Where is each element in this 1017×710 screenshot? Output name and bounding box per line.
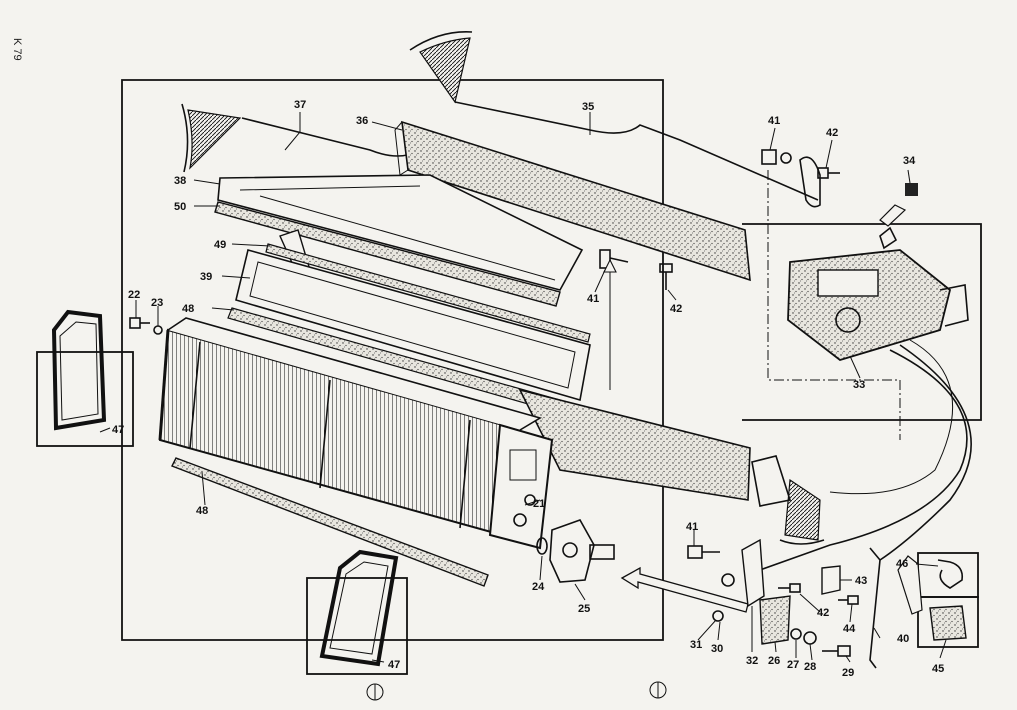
part-47-seal-bottom [319,549,399,667]
part-26-clamp [759,595,791,645]
rotation-indicator-left [181,103,242,173]
main-frame-box [121,79,664,641]
rotation-indicator-top [409,31,473,104]
part-23-washer [153,325,163,335]
part-label-31: 31 [690,639,702,651]
part-label-21: 21 [533,498,545,510]
part-41-clamp-bottom [687,545,720,559]
part-label-38: 38 [174,175,186,187]
part-42-screw-mid [659,263,673,290]
part-30-washer [712,610,724,622]
part-label-26: 26 [768,655,780,667]
part-label-29: 29 [842,667,854,679]
part-label-41-bottom: 41 [686,521,698,533]
part-29-screw [822,645,851,657]
right-frame-box [742,223,982,421]
part-48-strip-lower [171,457,489,587]
part-22-screw [129,317,150,329]
lever-plate [751,455,792,507]
part-50-strip [214,201,561,307]
part-31-washer [721,573,735,587]
leader-33 [767,170,901,440]
part-42-screw-bottom [778,583,801,593]
part-label-47-bottom: 47 [388,659,400,671]
lower-duct-panel [518,388,751,501]
part-label-49: 49 [214,239,226,251]
part-41-clamp-top [761,149,792,165]
part-lever-top [799,156,821,208]
part-45-clip [929,605,967,641]
part-labels: 21 22 23 24 25 26 27 28 29 30 31 32 33 3… [112,99,944,679]
part-label-42-bottom: 42 [817,607,829,619]
part-49-strip [265,243,591,343]
part-label-50: 50 [174,201,186,213]
part-35-rod [454,101,819,201]
part-label-23: 23 [151,297,163,309]
part-label-47-left: 47 [112,424,124,436]
inset-box-47-bottom [306,577,408,675]
part-label-25: 25 [578,603,590,615]
up-arrow-40 [897,555,923,615]
part-label-37: 37 [294,99,306,111]
part-label-24: 24 [532,581,545,593]
part-label-45: 45 [932,663,944,675]
part-label-41-top: 41 [768,115,780,127]
inset-box-47-left [36,351,134,447]
part-34-arrow [879,204,907,227]
part-label-44: 44 [843,623,856,635]
rotation-indicator-right [779,478,825,545]
part-label-43: 43 [855,575,867,587]
control-cable-1 [759,349,968,571]
part-label-48-lower: 48 [196,505,208,517]
part-label-30: 30 [711,643,723,655]
control-cable-3 [829,339,954,495]
inset-box-45 [917,596,979,648]
inset-box-46 [917,552,979,598]
part-label-40: 40 [897,633,909,645]
part-28-washer [803,631,817,645]
part-label-33: 33 [853,379,865,391]
part-label-46: 46 [896,558,908,570]
part-label-28: 28 [804,661,816,673]
part-33-control-unit [787,226,969,361]
part-38-panel [217,174,584,291]
part-46-clip [937,559,964,589]
part-42-screw-top [817,167,840,179]
part-41-clip-mid [599,249,629,269]
part-label-34: 34 [903,155,916,167]
part-34-clip [905,183,918,196]
part-label-41-mid: 41 [587,293,599,305]
part-27-washer [790,628,802,640]
part-44-screw [838,595,859,605]
label-leaders [99,112,947,663]
part-label-42-top: 42 [826,127,838,139]
part-label-32: 32 [746,655,758,667]
page-ref: K 79 [11,38,23,61]
assembly-arrow-25 [620,566,749,613]
part-label-36: 36 [356,115,368,127]
part-label-27: 27 [787,659,799,671]
part-36-panel [401,120,751,282]
part-label-35: 35 [582,101,594,113]
part-24-washer [536,537,548,555]
control-cable-2 [879,344,972,561]
part-32-bracket [741,538,765,608]
up-arrow-41 [603,258,617,273]
heater-core [158,317,554,550]
part-43-clip [821,565,841,595]
part-label-48-upper: 48 [182,303,194,315]
part-40-rod [869,547,881,669]
part-label-42-mid: 42 [670,303,682,315]
part-47-seal-left [51,309,107,431]
part-39-frame [235,249,591,402]
part-label-22: 22 [128,289,140,301]
part-25-valve [549,519,615,583]
part-label-39: 39 [200,271,212,283]
